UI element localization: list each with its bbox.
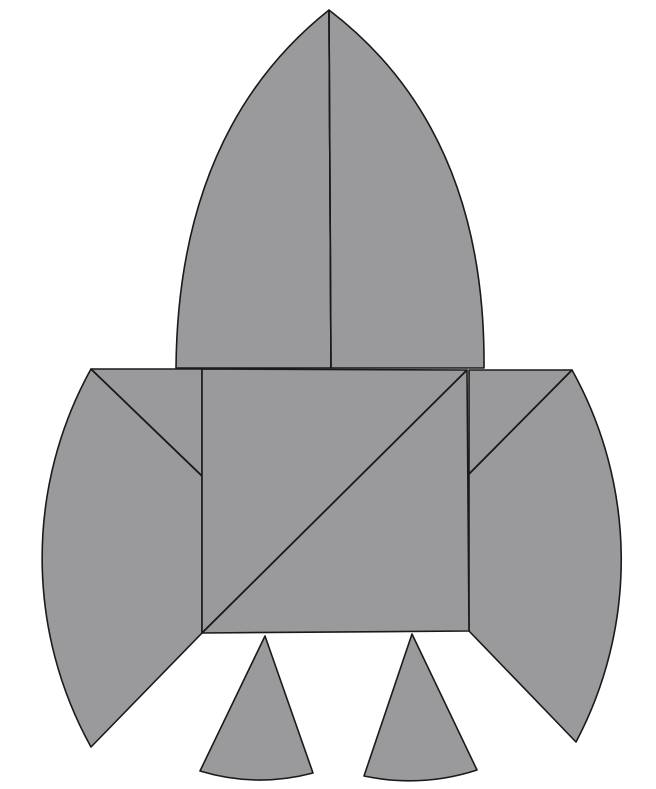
rocket-tangram-figure bbox=[0, 0, 656, 789]
rocket-drawing bbox=[0, 0, 656, 789]
